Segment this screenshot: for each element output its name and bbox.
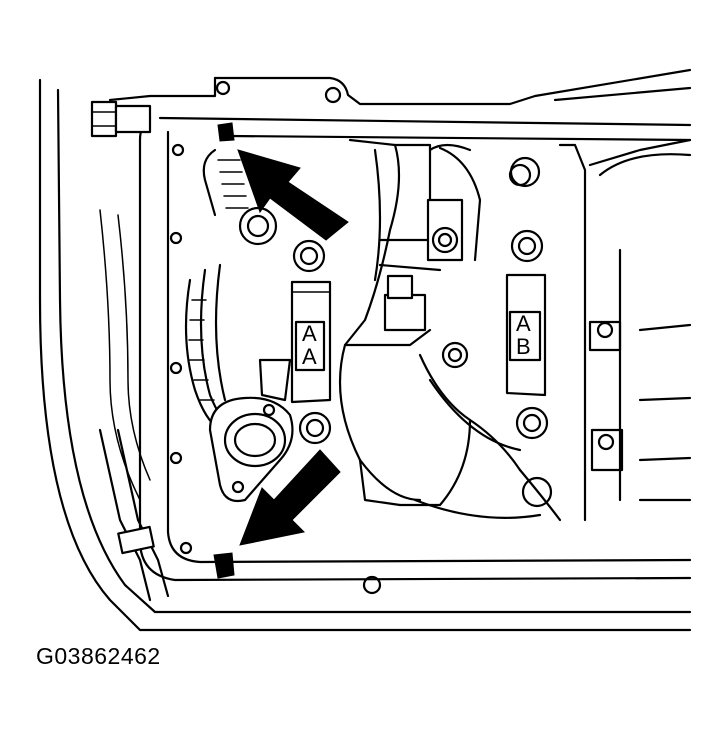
sprocket-bolt bbox=[238, 206, 278, 246]
cap-2-label-bottom: B bbox=[516, 334, 531, 359]
lower-arrow bbox=[239, 449, 341, 546]
main-bearing-cap-2 bbox=[505, 156, 553, 508]
crankshaft-sprocket bbox=[184, 148, 249, 432]
figure-id-label: G03862462 bbox=[36, 643, 161, 669]
cap-1-label-bottom: A bbox=[302, 344, 317, 369]
cap-1-label-top: A bbox=[302, 321, 317, 346]
upper-arrow bbox=[237, 149, 349, 241]
block-bolt bbox=[90, 100, 152, 138]
crankshaft bbox=[338, 138, 587, 522]
oil-line bbox=[98, 428, 170, 602]
connecting-rod-caps bbox=[383, 138, 692, 502]
oil-pickup-flange bbox=[208, 358, 294, 503]
sealant-arrows bbox=[237, 149, 349, 546]
bearing-cap-labels: A A A B bbox=[302, 311, 531, 369]
engine-block-outline bbox=[38, 68, 692, 632]
sealant-spots bbox=[213, 122, 235, 579]
cap-2-label-top: A bbox=[516, 311, 531, 336]
main-bearing-cap-1 bbox=[290, 239, 332, 445]
